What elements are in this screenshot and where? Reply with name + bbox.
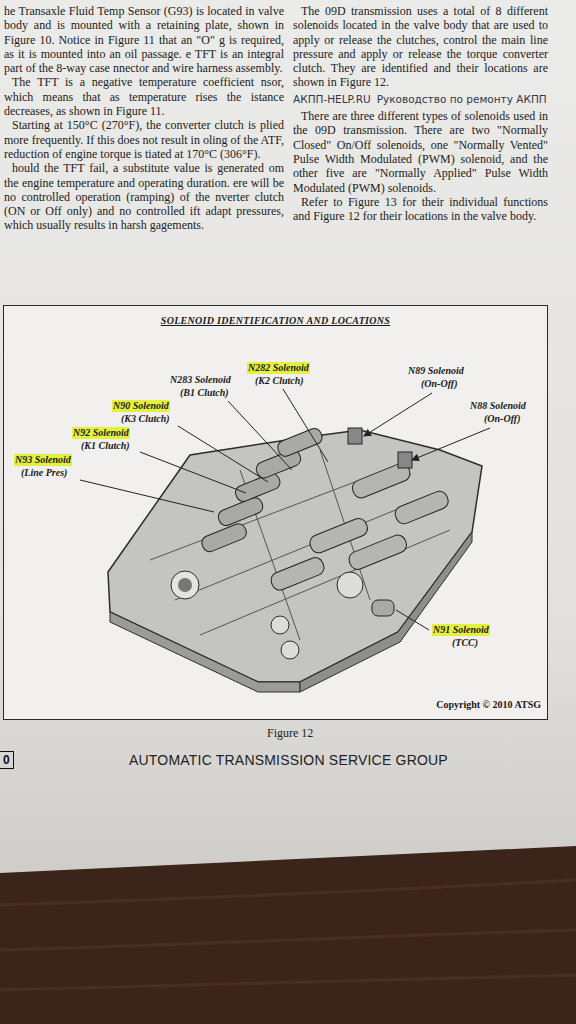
solenoid-function: N89 Solenoid <box>408 365 464 377</box>
bore <box>178 578 192 592</box>
figure-ground <box>3 305 548 720</box>
solenoid-function: N88 Solenoid <box>470 400 526 412</box>
solenoid-function: (K3 Clutch) <box>121 413 170 425</box>
valve-body-channel <box>150 450 450 640</box>
bore <box>281 641 299 659</box>
text-column: The 09D transmission uses a total of 8 d… <box>293 4 548 223</box>
solenoid-body <box>276 426 325 458</box>
solenoid-function: (K1 Clutch) <box>81 440 130 452</box>
solenoid-row <box>177 392 460 621</box>
paragraph: Refer to Figure 13 for their individual … <box>293 195 548 224</box>
figure-caption: Figure 12 <box>267 726 313 741</box>
leader-line <box>364 393 432 436</box>
paper-sheet <box>0 0 576 873</box>
watermark: АКПП-HELP.RU Руководство по ремонту АКПП <box>293 92 548 106</box>
valve-body <box>108 392 482 692</box>
paragraph: he Transaxle Fluid Temp Sensor (G93) is … <box>4 4 284 75</box>
paragraph: Starting at 150°C (270°F), the converter… <box>4 118 284 161</box>
paragraph: hould the TFT fail, a substitute value i… <box>4 161 284 232</box>
solenoid-name: N282 Solenoid <box>247 362 310 374</box>
leader-lines <box>80 389 490 630</box>
valve-body-side <box>300 532 472 692</box>
solenoid-name: N92 Solenoid <box>72 427 130 439</box>
solenoid-name: N90 Solenoid <box>112 400 170 412</box>
n89-connector <box>348 428 362 444</box>
leader-line <box>178 426 268 482</box>
solenoid-name: N91 Solenoid <box>432 624 490 636</box>
solenoid-body <box>233 471 282 503</box>
n88-connector <box>398 452 412 468</box>
paragraph: The 09D transmission uses a total of 8 d… <box>293 4 548 90</box>
solenoid-function: (TCC) <box>452 637 478 649</box>
solenoid-body <box>200 522 249 554</box>
leader-line <box>412 428 490 460</box>
bore <box>171 571 199 599</box>
solenoid-function: N283 Solenoid <box>170 374 231 386</box>
watermark-text: АКПП-HELP.RU <box>293 93 371 105</box>
footer-publisher: AUTOMATIC TRANSMISSION SERVICE GROUP <box>129 752 448 768</box>
paragraph: There are three different types of solen… <box>293 109 548 195</box>
valve-body-side <box>110 612 300 692</box>
paragraph: The TFT is a negative temperature coeffi… <box>4 75 284 118</box>
leader-line <box>396 610 429 630</box>
n91-solenoid <box>372 600 394 616</box>
wood-grain <box>0 880 576 990</box>
solenoid-function: (On-Off) <box>484 413 520 425</box>
page-number: 0 <box>0 751 14 769</box>
leader-line <box>228 401 292 470</box>
bore <box>271 616 289 634</box>
solenoid-function: (On-Off) <box>421 378 457 390</box>
valve-spool <box>347 533 409 572</box>
solenoid-function: (B1 Clutch) <box>180 387 229 399</box>
solenoid-function: (Line Pres) <box>21 467 67 479</box>
leader-line <box>283 389 328 462</box>
solenoid-name: N93 Solenoid <box>14 454 72 466</box>
leader-line <box>140 452 246 493</box>
copyright-note: Copyright © 2010 ATSG <box>436 699 541 710</box>
valve-spool <box>393 489 451 526</box>
watermark-text: Руководство по ремонту АКПП <box>377 93 547 105</box>
figure-title: SOLENOID IDENTIFICATION AND LOCATIONS <box>4 315 547 326</box>
leader-line <box>80 480 214 512</box>
valve-spool <box>269 555 327 592</box>
solenoid-function: (K2 Clutch) <box>255 375 304 387</box>
bore <box>337 572 363 598</box>
text-column: he Transaxle Fluid Temp Sensor (G93) is … <box>4 4 284 233</box>
